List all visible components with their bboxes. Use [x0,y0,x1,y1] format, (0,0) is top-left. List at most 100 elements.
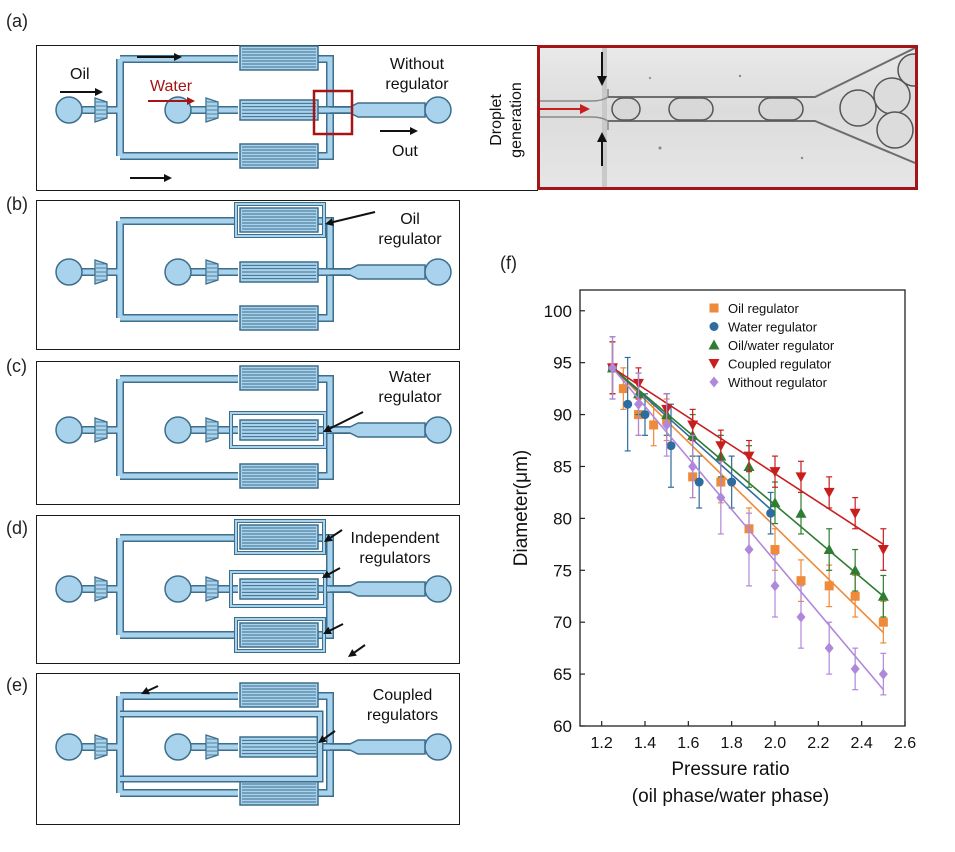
oil-inlet [55,96,83,124]
pointer-middle [327,567,341,576]
droplet-generation-label: Droplet generation [488,82,525,158]
data-point [694,477,704,487]
legend-marker [709,376,719,388]
data-point [769,497,781,508]
droplet-micrograph [537,45,918,190]
data-point [766,508,776,518]
data-point [770,580,780,592]
junction-highlight-box [312,89,354,136]
data-point [640,410,650,420]
water-inlet [164,258,192,286]
outlet-channel [330,739,426,755]
data-point [878,617,888,627]
data-point [824,581,834,591]
y-tick-label: 100 [544,302,572,321]
legend-marker [708,339,720,350]
data-point [687,420,699,431]
oil-inlet [55,575,83,603]
outlet-reservoir [424,258,452,286]
data-point [824,642,834,654]
panel-label-c: (c) [6,356,27,376]
svg-text:Droplet: Droplet [488,94,505,146]
legend-label: Oil/water regulator [728,338,835,353]
x-tick-label: 1.8 [721,735,743,752]
x-tick-label: 2.0 [764,735,786,752]
y-tick-label: 70 [553,613,572,632]
water-inlet [164,96,192,124]
legend-label: Oil regulator [728,301,799,316]
outlet-channel [330,581,426,597]
coupled-pointer-top [146,685,159,693]
data-point [850,663,860,675]
data-point [634,398,643,410]
data-point [823,487,835,498]
legend-marker [708,359,720,369]
oil-inlet [55,416,83,444]
data-point [823,544,835,555]
legend-label: Coupled regulator [728,357,832,372]
y-tick-label: 65 [553,665,572,684]
legend-marker [709,303,719,313]
outlet-reservoir [424,96,452,124]
x-tick-label: 2.2 [807,735,829,752]
data-point [608,362,617,374]
data-point [796,576,806,586]
y-tick-label: 80 [553,509,572,528]
legend-label: Without regulator [728,375,828,390]
data-point [662,419,672,431]
panel-label-b: (b) [6,194,28,214]
outlet-channel [330,102,426,118]
panel-label-e: (e) [6,675,28,695]
pointer-extra [352,644,366,655]
data-point [770,545,780,555]
x-tick-label: 1.4 [634,735,656,752]
y-tick-label: 95 [553,354,572,373]
x-axis-label-sub: (oil phase/water phase) [632,786,830,807]
data-point [618,384,628,394]
y-tick-label: 85 [553,457,572,476]
data-point [727,477,737,487]
oil-inlet [55,733,83,761]
outlet-reservoir [424,575,452,603]
water-regulator-pointer [328,411,364,431]
out-label: Out [392,143,418,160]
data-point [688,460,698,472]
oil-regulator-pointer [330,211,376,224]
panel-label-f: (f) [500,253,517,273]
data-point [716,492,726,504]
x-axis-label: Pressure ratio [671,759,789,780]
data-point [849,508,861,519]
legend-label: Water regulator [728,320,818,335]
fit-line [611,367,884,634]
chip-c [55,365,452,489]
data-point [878,668,888,680]
x-tick-label: 1.6 [677,735,699,752]
outlet-reservoir [424,416,452,444]
oil-inlet [55,258,83,286]
fit-line [611,367,884,597]
coupled-pointer-mid [322,730,336,741]
oil-label: Oil [70,66,90,83]
data-point [795,472,807,483]
chip-a [55,45,452,182]
pointer-bottom [328,623,344,633]
water-inlet [164,416,192,444]
data-point [796,611,806,623]
data-point [850,591,860,601]
legend-marker [709,322,719,331]
data-point [795,507,807,518]
data-point [769,467,781,478]
fit-line [611,367,884,691]
plot-frame [579,289,906,727]
chip-e [55,682,452,806]
y-tick-label: 60 [553,717,572,736]
data-point [715,441,727,452]
data-point [666,441,676,451]
data-point [623,399,633,409]
